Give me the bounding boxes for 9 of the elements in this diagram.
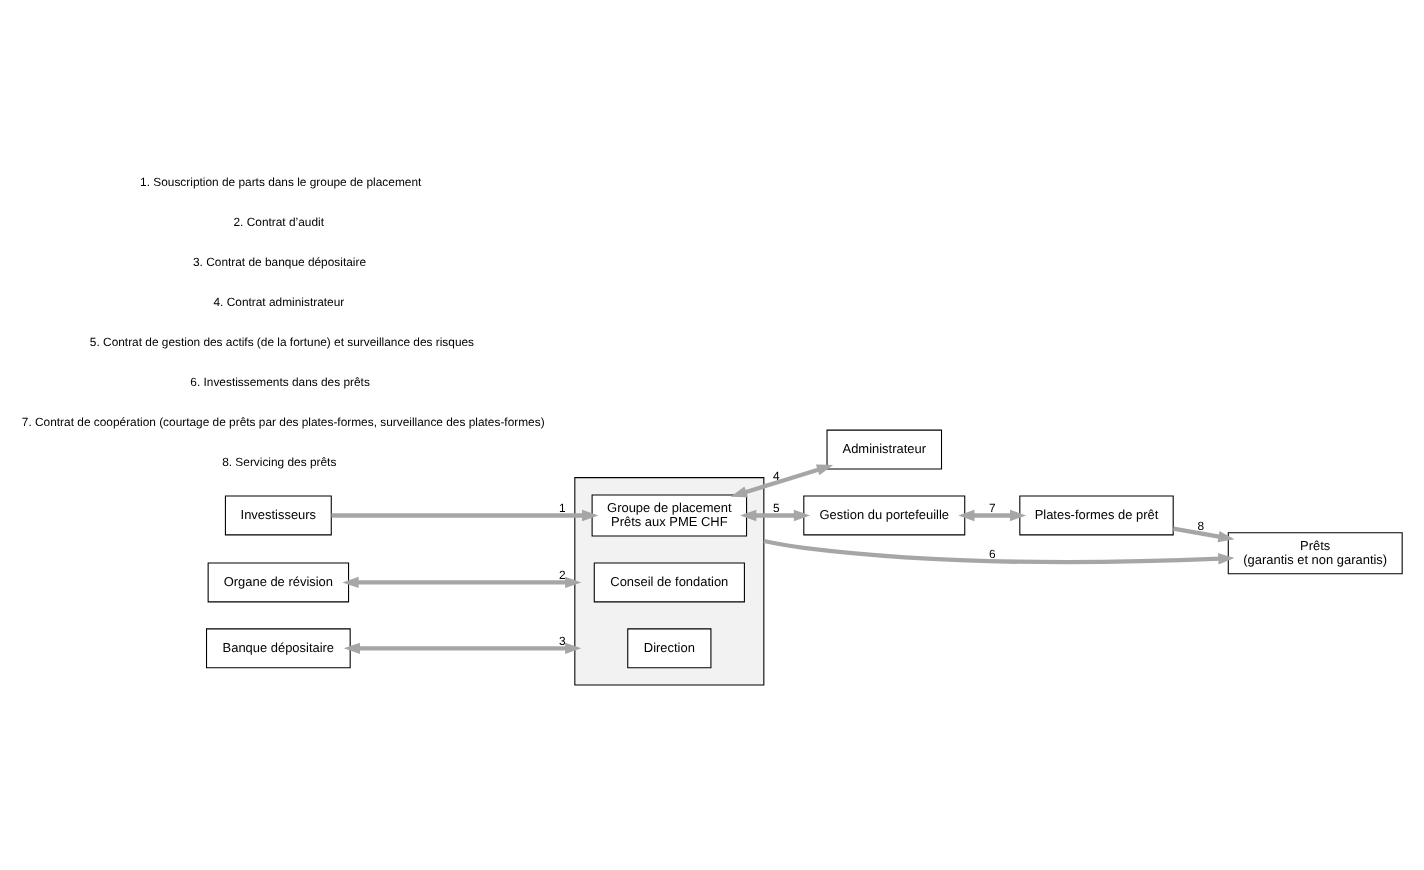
arrow — [1172, 526, 1235, 543]
cluster — [574, 477, 765, 686]
arrow — [730, 464, 834, 498]
arrow — [763, 538, 1235, 565]
arrow — [343, 642, 582, 654]
arrow — [740, 509, 811, 522]
arrow — [342, 576, 582, 589]
arrow — [331, 509, 599, 522]
arrow — [958, 509, 1027, 522]
